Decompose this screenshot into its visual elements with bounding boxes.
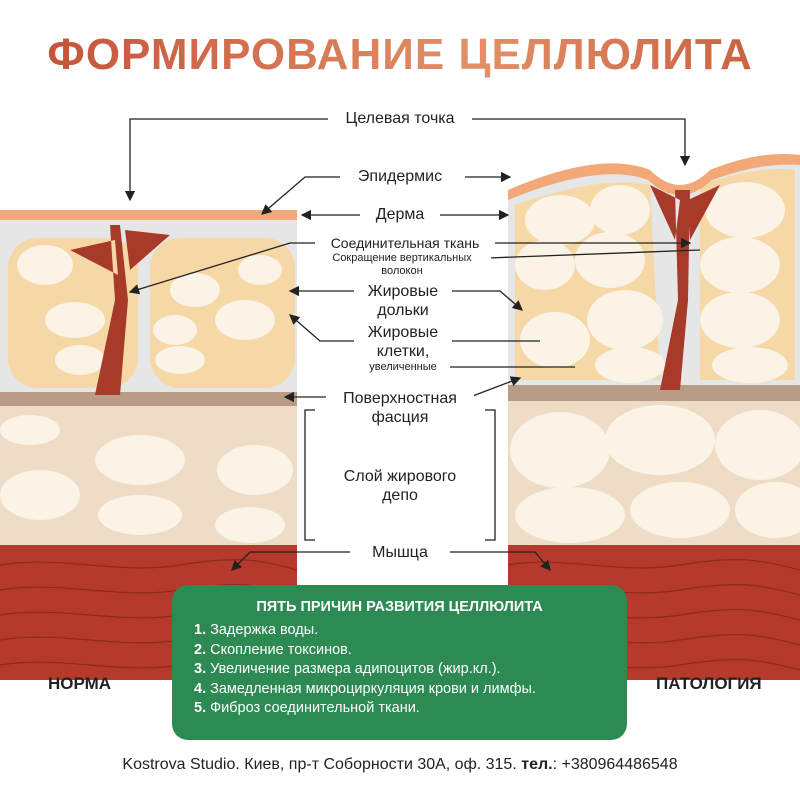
pathology-skin-section [507,154,800,680]
footer-studio-address: Kostrova Studio. Киев, пр-т Соборности 3… [122,756,517,773]
label-connective-tissue: Соединительная ткань [326,234,484,253]
cause-number: 1. [194,622,207,638]
footer-phone-label: тел. [521,756,553,773]
cause-text: Задержка воды. [210,622,319,638]
label-dermis: Дерма [371,205,429,224]
fascia-layer-right [508,385,800,401]
cause-number: 4. [194,680,207,697]
cause-item: 5.Фиброз соединительной ткани. [194,699,627,719]
cause-item: 2.Скопление токсинов. [194,641,627,661]
cause-text: Замедленная микроциркуляция крови и лимф… [210,680,536,697]
fat-cells [17,245,282,375]
label-muscle: Мышца [368,543,432,562]
epidermis-layer-right [508,154,800,200]
cause-number: 3. [194,661,207,677]
label-fiber-contraction: Сокращение вертикальных волокон [313,252,491,278]
footer-contact: Kostrova Studio. Киев, пр-т Соборности 3… [0,756,800,774]
label-epidermis: Эпидермис [353,167,447,186]
fascia-layer [0,392,297,406]
cause-text: Увеличение размера адипоцитов (жир.кл.). [210,661,501,677]
footer-phone: : +380964486548 [552,756,678,773]
epidermis-layer [0,210,297,220]
cause-number: 5. [194,700,207,716]
normal-skin-section [0,210,298,680]
label-fat-lobules: Жировые дольки [354,282,452,320]
causes-heading: ПЯТЬ ПРИЧИН РАЗВИТИЯ ЦЕЛЛЮЛИТА [256,599,543,615]
connective-fibers [70,225,170,395]
cause-item: 1.Задержка воды. [194,621,627,641]
label-superficial-fascia: Поверхностная фасция [326,389,474,427]
cause-text: Скопление токсинов. [210,641,352,658]
label-normal: НОРМА [48,674,112,693]
label-fat-cells: Жировые клетки, [354,323,452,361]
label-pathology: ПАТОЛОГИЯ [656,674,762,693]
cause-number: 2. [194,641,207,658]
pointer-arrows [124,118,701,571]
label-fat-depot: Слой жирового депо [336,467,464,505]
cause-item: 3.Увеличение размера адипоцитов (жир.кл.… [194,660,627,680]
label-fat-cells-enlarged: увеличенные [365,361,441,374]
enlarged-fat-cells [515,182,788,383]
cause-text: Фиброз соединительной ткани. [210,700,420,716]
cause-item: 4.Замедленная микроциркуляция крови и ли… [194,680,627,700]
page-title: ФОРМИРОВАНИЕ ЦЕЛЛЮЛИТА [0,30,800,80]
connective-fibers-right [650,185,720,390]
causes-panel: ПЯТЬ ПРИЧИН РАЗВИТИЯ ЦЕЛЛЮЛИТА 1.Задержк… [172,585,627,740]
label-target-point: Целевая точка [341,109,459,128]
